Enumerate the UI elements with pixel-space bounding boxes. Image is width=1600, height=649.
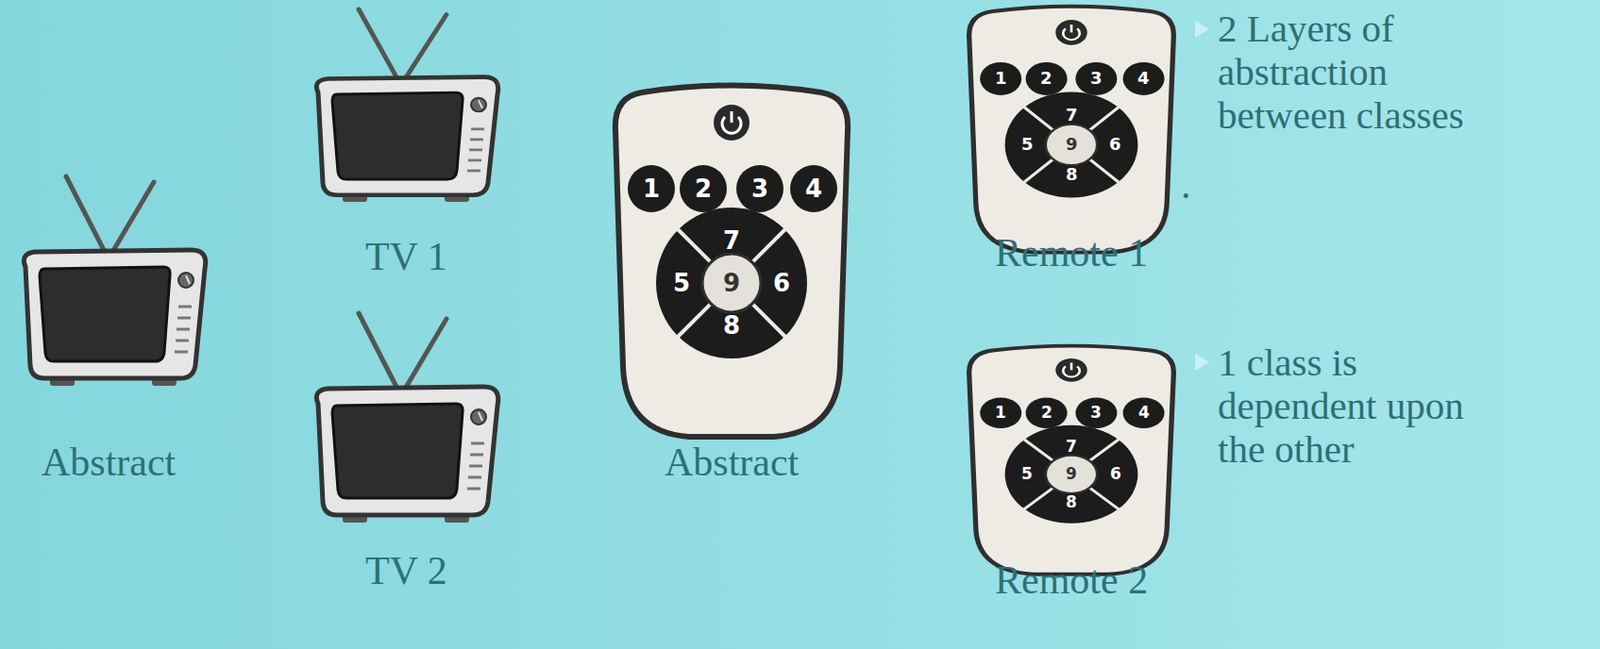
bullet-text: 2 Layers of abstraction between classes [1217, 7, 1483, 138]
bullet-marker [1195, 353, 1210, 371]
button-number: 3 [751, 176, 769, 202]
caption-label: Remote 2 [994, 557, 1148, 604]
button-number: 2 [1040, 69, 1053, 87]
caption-label: TV 2 [365, 548, 448, 594]
button-number: 1 [994, 404, 1007, 422]
button-number: 4 [1138, 404, 1150, 422]
button-number: 7 [1065, 106, 1078, 124]
button-number: 5 [673, 270, 691, 296]
remote-icon [969, 6, 1175, 253]
tv-icon [23, 176, 205, 387]
tv-icon [316, 313, 498, 523]
caption-label: . [1180, 162, 1192, 208]
button-number: 2 [1041, 404, 1053, 422]
tv-icon [316, 9, 498, 203]
remote-icon [615, 85, 848, 438]
button-number: 4 [805, 176, 823, 202]
button-number: 3 [1090, 404, 1102, 422]
button-number: 7 [1065, 438, 1078, 455]
caption-label: Abstract [41, 439, 176, 486]
button-number: 9 [1065, 466, 1078, 483]
button-number: 8 [1065, 494, 1078, 511]
button-number: 8 [1065, 166, 1078, 184]
bullet-text: 1 class is dependent upon the other [1217, 341, 1483, 472]
button-number: 9 [723, 270, 741, 296]
button-number: 8 [723, 313, 741, 338]
button-number: 6 [1109, 135, 1122, 153]
button-number: 9 [1065, 135, 1078, 153]
button-number: 6 [1110, 466, 1122, 483]
button-number: 3 [1090, 69, 1103, 87]
button-number: 1 [642, 176, 660, 202]
button-number: 5 [1021, 135, 1034, 153]
button-number: 2 [694, 176, 712, 202]
button-number: 5 [1021, 466, 1033, 483]
button-number: 4 [1137, 69, 1150, 87]
remote-icon [969, 346, 1175, 575]
button-number: 6 [773, 270, 791, 296]
caption-label: Remote 1 [994, 230, 1148, 276]
button-number: 7 [723, 228, 741, 253]
bullet-marker [1195, 20, 1210, 38]
button-number: 1 [994, 69, 1008, 87]
caption-label: Abstract [664, 439, 799, 486]
caption-label: TV 1 [365, 234, 448, 280]
